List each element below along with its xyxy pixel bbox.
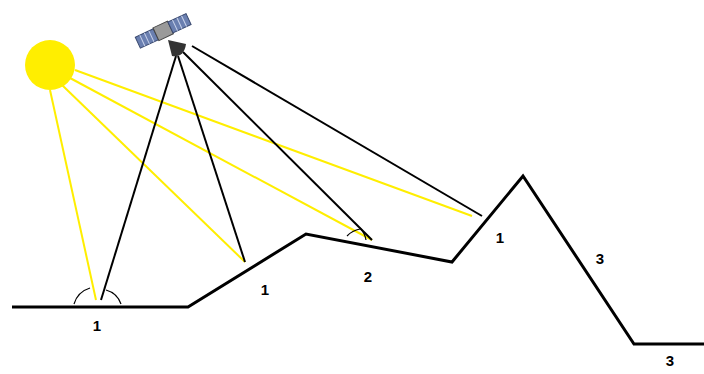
sun-ray	[70, 78, 372, 240]
panel-grid	[172, 20, 177, 31]
panel-grid	[177, 18, 182, 29]
panel-grid	[144, 33, 149, 44]
sun-ray	[50, 90, 96, 300]
view-line	[178, 56, 245, 262]
terrain-profile	[12, 176, 704, 344]
callout-number: 3	[666, 353, 674, 368]
view-line	[101, 56, 176, 300]
view-line	[183, 52, 372, 240]
view-line	[192, 46, 482, 216]
callout-number: 1	[496, 230, 504, 245]
angle-arc	[74, 288, 90, 304]
satellite-icon	[135, 13, 192, 57]
panel-grid	[149, 31, 154, 42]
angle-arc	[360, 228, 366, 240]
sun-rays	[50, 70, 472, 300]
satellite-dish	[168, 40, 186, 56]
angle-arcs	[74, 228, 366, 304]
callout-number: 1	[93, 318, 101, 333]
callout-number: 3	[596, 251, 604, 266]
callout-number: 1	[261, 282, 269, 297]
solar-panel	[168, 14, 191, 33]
panel-grid	[181, 16, 186, 27]
view-lines	[101, 46, 482, 300]
callout-number: 2	[364, 269, 372, 284]
angle-arc	[347, 229, 360, 236]
sun	[25, 40, 75, 90]
angle-arc	[106, 290, 121, 304]
panel-grid	[140, 35, 145, 46]
sun-ray	[62, 85, 245, 262]
